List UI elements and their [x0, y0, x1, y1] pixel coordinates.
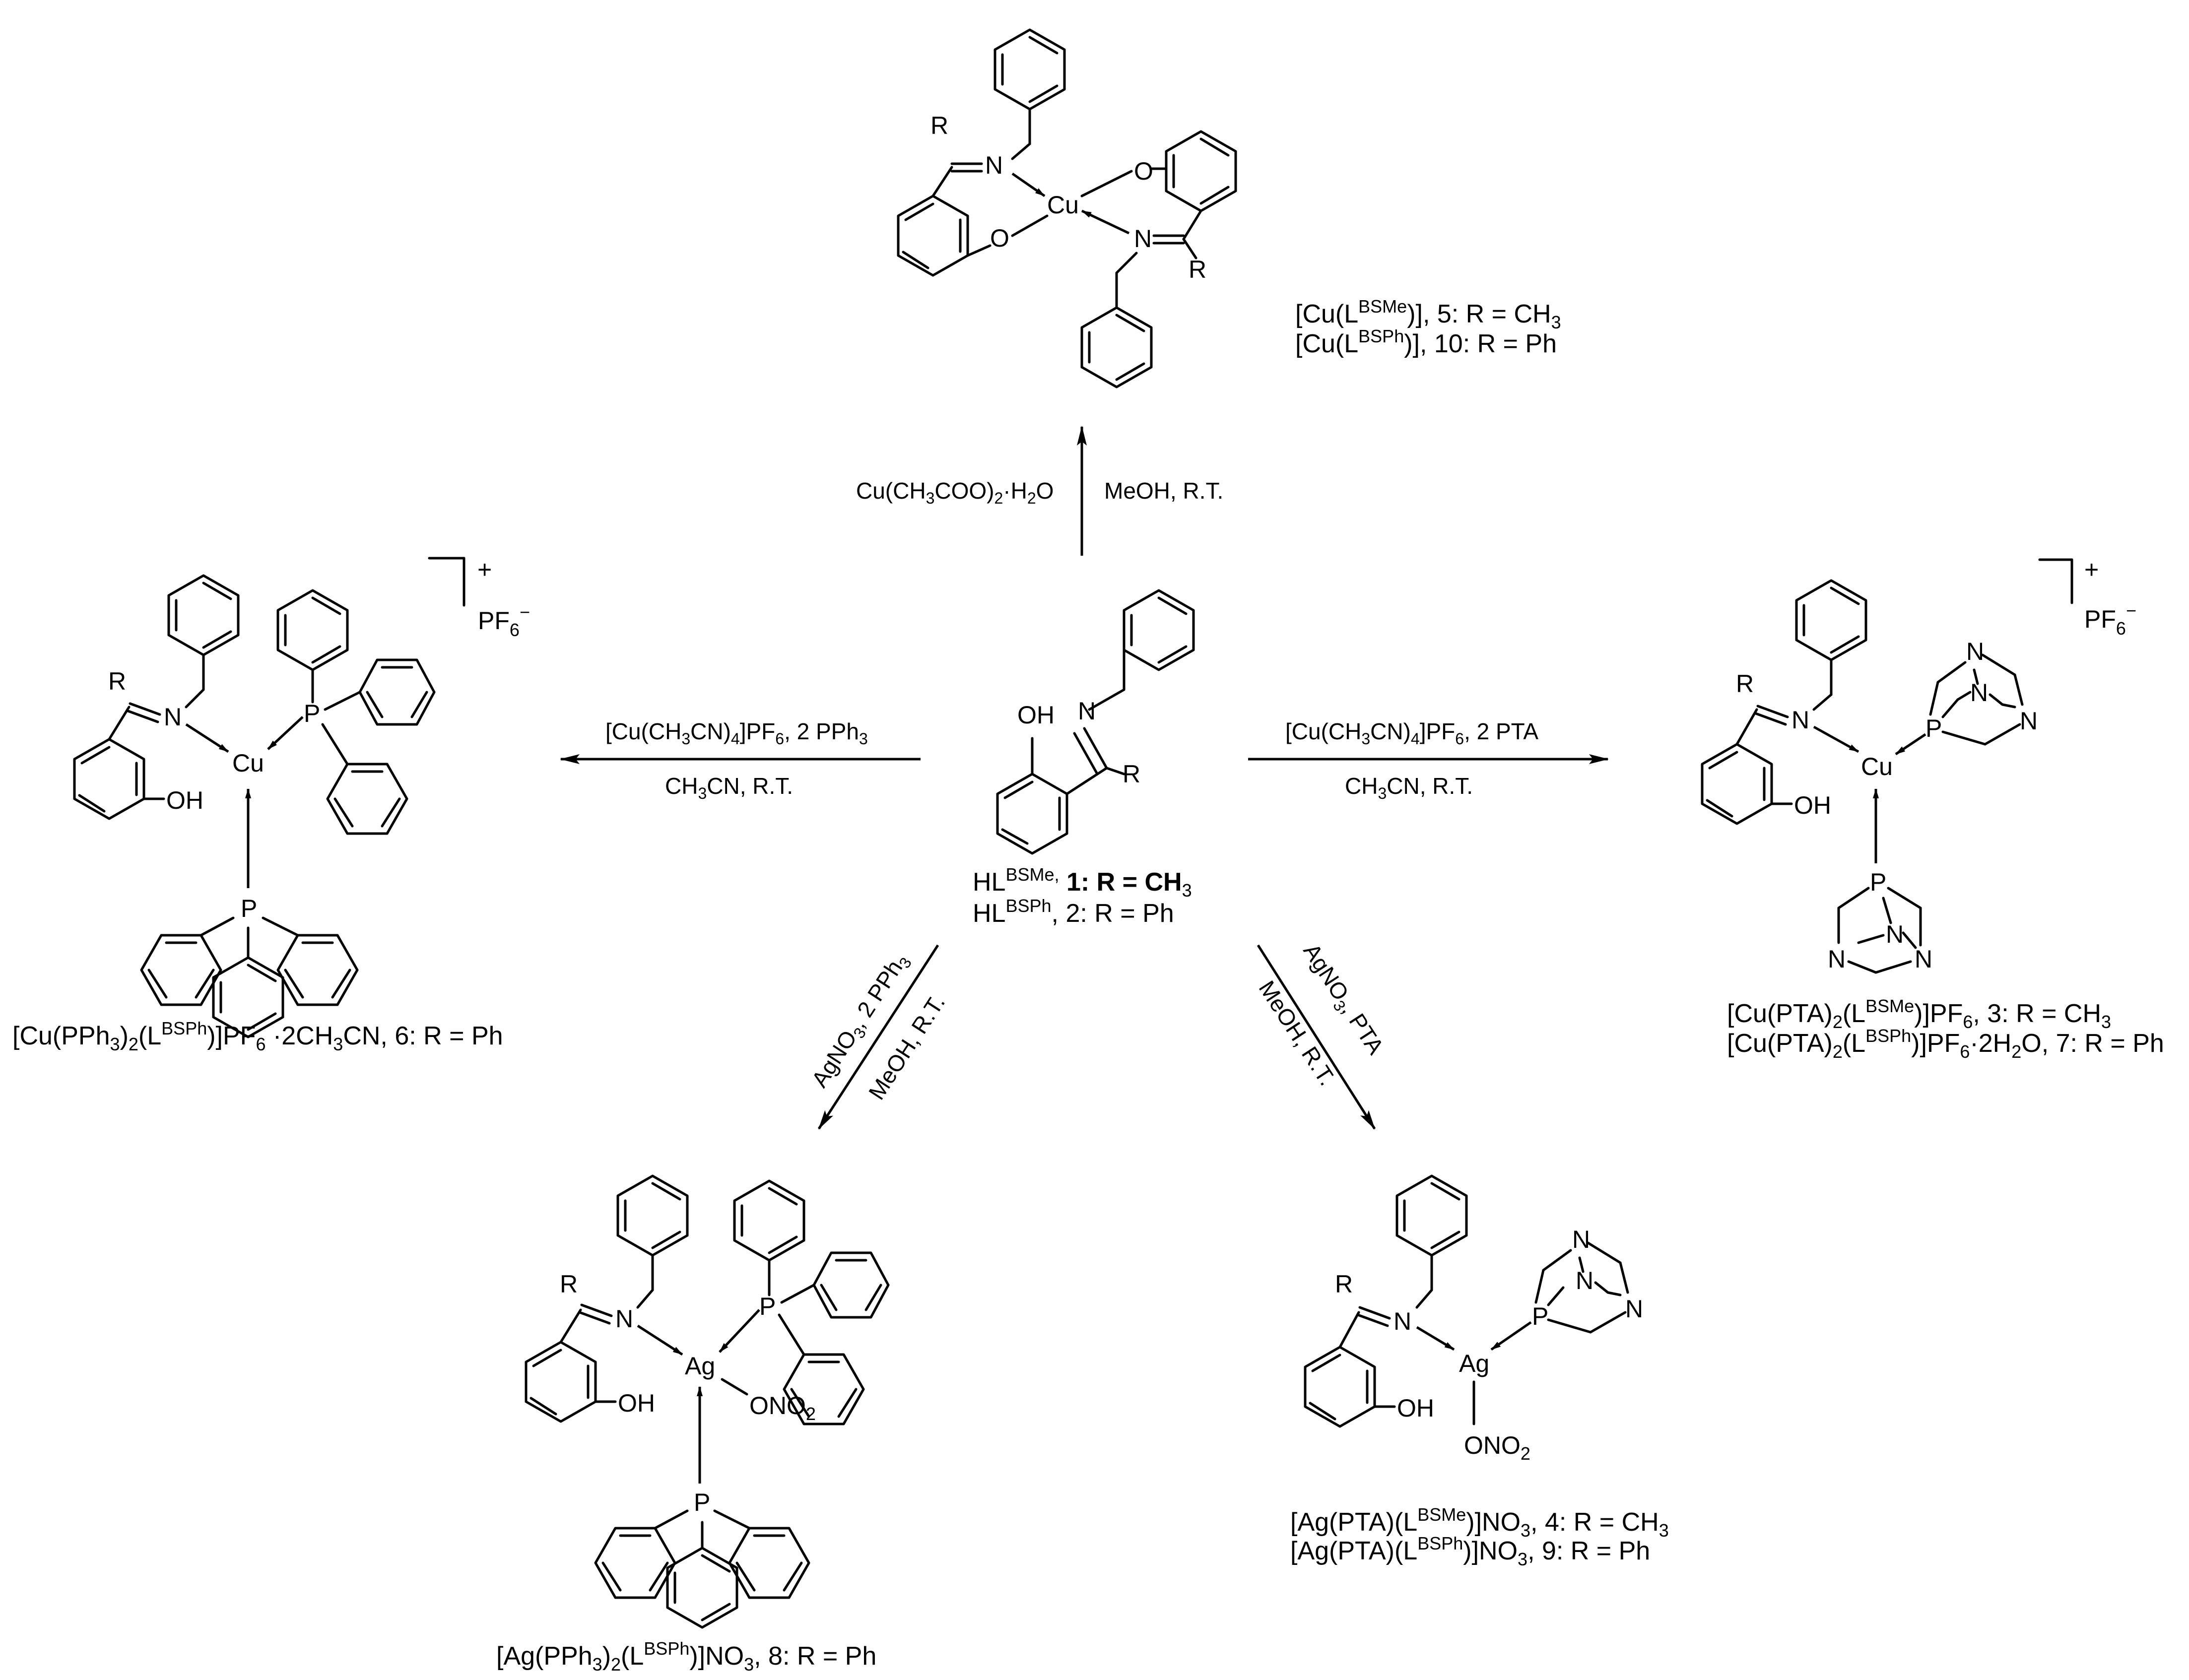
left-cu: Cu [232, 749, 264, 777]
ligand-label-1: HLBSMe, 1: R = CH3 [973, 864, 1192, 901]
ligand-n: N [1078, 697, 1096, 725]
top-reagent-left: Cu(CH3COO)2·H2O [856, 478, 1054, 507]
bl-p-upper: P [759, 1292, 776, 1320]
bl-ag: Ag [685, 1352, 715, 1380]
bl-n: N [615, 1305, 633, 1333]
cu-left-r: R [930, 112, 948, 139]
arrow-bottom-left [817, 944, 939, 1130]
right-pta-n2: N [2020, 707, 2038, 735]
cu-bis-complex: N R O Cu O N R [897, 28, 1237, 388]
right-reagent-bottom: CH3CN, R.T. [1345, 773, 1473, 802]
left-oh: OH [166, 786, 203, 814]
cu-pph3-complex: N R OH Cu P P [73, 556, 530, 1038]
left-label: [Cu(PPh3)2(LBSPh)]PF6 ·2CH3CN, 6: R = Ph [12, 1018, 503, 1054]
br-pta-n3: N [1576, 1267, 1593, 1294]
top-label-b: [Cu(LBSPh)], 10: R = Ph [1295, 326, 1557, 358]
right-pta-n4: N [1828, 945, 1846, 973]
right-pf6: PF6− [2084, 600, 2136, 639]
ligand-oh: OH [1017, 701, 1055, 729]
cu-left-n: N [985, 151, 1003, 179]
bl-p-lower: P [694, 1488, 710, 1516]
right-pta-n1: N [1966, 638, 1984, 665]
cu-left-o: O [990, 224, 1009, 252]
right-oh: OH [1794, 791, 1831, 819]
bl-r: R [560, 1270, 578, 1298]
right-label-b: [Cu(PTA)2(LBSPh)]PF6·2H2O, 7: R = Ph [1727, 1026, 2164, 1062]
right-reagent-top: [Cu(CH3CN)4]PF6, 2 PTA [1285, 718, 1538, 748]
br-ono2: ONO2 [1464, 1431, 1530, 1464]
right-n: N [1791, 706, 1809, 734]
br-r: R [1335, 1270, 1353, 1298]
ligand-r: R [1123, 760, 1140, 788]
left-p-lower: P [241, 895, 257, 922]
cu-center: Cu [1047, 191, 1079, 219]
cu-right-o: O [1134, 157, 1153, 185]
left-reagent-top: [Cu(CH3CN)4]PF6, 2 PPh3 [605, 718, 868, 748]
ligand-label-2: HLBSPh, 2: R = Ph [973, 896, 1174, 928]
ag-pph3-complex: N R OH Ag ONO2 P P [525, 1174, 890, 1629]
br-pta-n2: N [1625, 1295, 1643, 1323]
br-label-a: [Ag(PTA)(LBSMe)]NO3, 4: R = CH3 [1290, 1504, 1669, 1541]
br-label-b: [Ag(PTA)(LBSPh)]NO3, 9: R = Ph [1290, 1533, 1650, 1569]
right-pta-n5: N [1915, 945, 1932, 973]
right-pta-n6: N [1886, 920, 1904, 948]
ligand-structure: N R OH [996, 589, 1195, 855]
br-ag: Ag [1459, 1350, 1489, 1377]
left-pf6: PF6− [478, 602, 530, 640]
left-p-upper: P [304, 700, 320, 727]
cu-pta-complex: N R OH Cu P N N N P N [1701, 556, 2136, 974]
bl-ono2: ONO2 [749, 1392, 816, 1424]
cu-right-r: R [1189, 256, 1206, 283]
left-charge: + [477, 556, 492, 583]
br-p: P [1532, 1302, 1548, 1330]
right-p-lower: P [1870, 868, 1886, 896]
bl-label: [Ag(PPh3)2(LBSPh)]NO3, 8: R = Ph [496, 1638, 876, 1675]
top-reagent-right: MeOH, R.T. [1104, 478, 1223, 504]
right-charge: + [2084, 556, 2099, 583]
bl-oh: OH [618, 1389, 655, 1417]
br-pta-n1: N [1572, 1226, 1590, 1253]
arrow-bottom-right [1257, 944, 1376, 1130]
top-label-a: [Cu(LBSMe)], 5: R = CH3 [1295, 296, 1561, 332]
right-cu: Cu [1861, 753, 1893, 780]
br-oh: OH [1397, 1394, 1434, 1422]
right-pta-n3: N [1970, 679, 1988, 707]
left-n: N [164, 703, 182, 731]
right-label-a: [Cu(PTA)2(LBSMe)]PF6, 3: R = CH3 [1727, 996, 2111, 1032]
left-r: R [108, 667, 126, 695]
br-n: N [1393, 1307, 1411, 1335]
right-r: R [1736, 670, 1754, 698]
right-p-upper: P [1925, 714, 1942, 742]
ag-pta-complex: N R OH Ag ONO2 P N N N [1304, 1174, 1643, 1464]
left-reagent-bottom: CH3CN, R.T. [665, 773, 793, 802]
cu-right-n: N [1134, 225, 1152, 253]
